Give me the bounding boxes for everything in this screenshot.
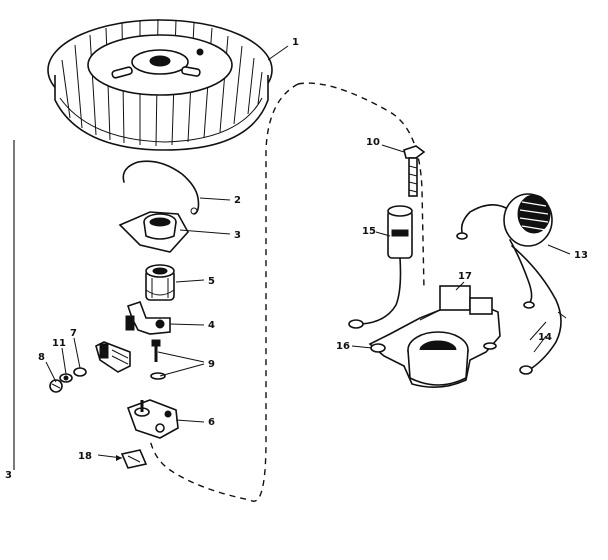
condenser-icon (348, 205, 413, 329)
clip-icon (120, 449, 148, 469)
assembly-dashed-line (149, 83, 299, 502)
callout-6: 6 (208, 417, 215, 428)
callout-15: 15 (362, 226, 376, 237)
bushing-icon (145, 264, 175, 301)
callout-18: 18 (78, 451, 92, 462)
wire-lead-icon (509, 239, 567, 375)
cam-plate-icon (118, 211, 189, 253)
contact-point-icon (49, 341, 131, 393)
coil-icon (456, 193, 553, 247)
breaker-base-icon (126, 399, 179, 439)
spring-clip-icon (122, 160, 200, 215)
callout-9: 9 (208, 359, 215, 370)
callout-8: 8 (38, 352, 45, 363)
callout-1: 1 (292, 37, 299, 48)
breaker-arm-icon (125, 300, 171, 335)
lamination-bracket-icon (368, 285, 501, 388)
callout-14: 14 (538, 332, 552, 343)
callout-3: 3 (234, 230, 241, 241)
callout-17: 17 (458, 271, 472, 282)
bolt-icon (403, 145, 426, 197)
flywheel-icon (47, 18, 273, 151)
callout-7: 7 (70, 328, 77, 339)
screw-washer-icon (150, 339, 166, 380)
callout-4: 4 (208, 320, 215, 331)
page-mark: 3 (5, 470, 12, 481)
callout-2: 2 (234, 195, 241, 206)
assembly-dashed-line-upper (297, 82, 425, 291)
callout-11: 11 (52, 338, 66, 349)
callout-13: 13 (574, 250, 588, 261)
callout-10: 10 (366, 137, 380, 148)
callout-5: 5 (208, 276, 215, 287)
callout-16: 16 (336, 341, 350, 352)
